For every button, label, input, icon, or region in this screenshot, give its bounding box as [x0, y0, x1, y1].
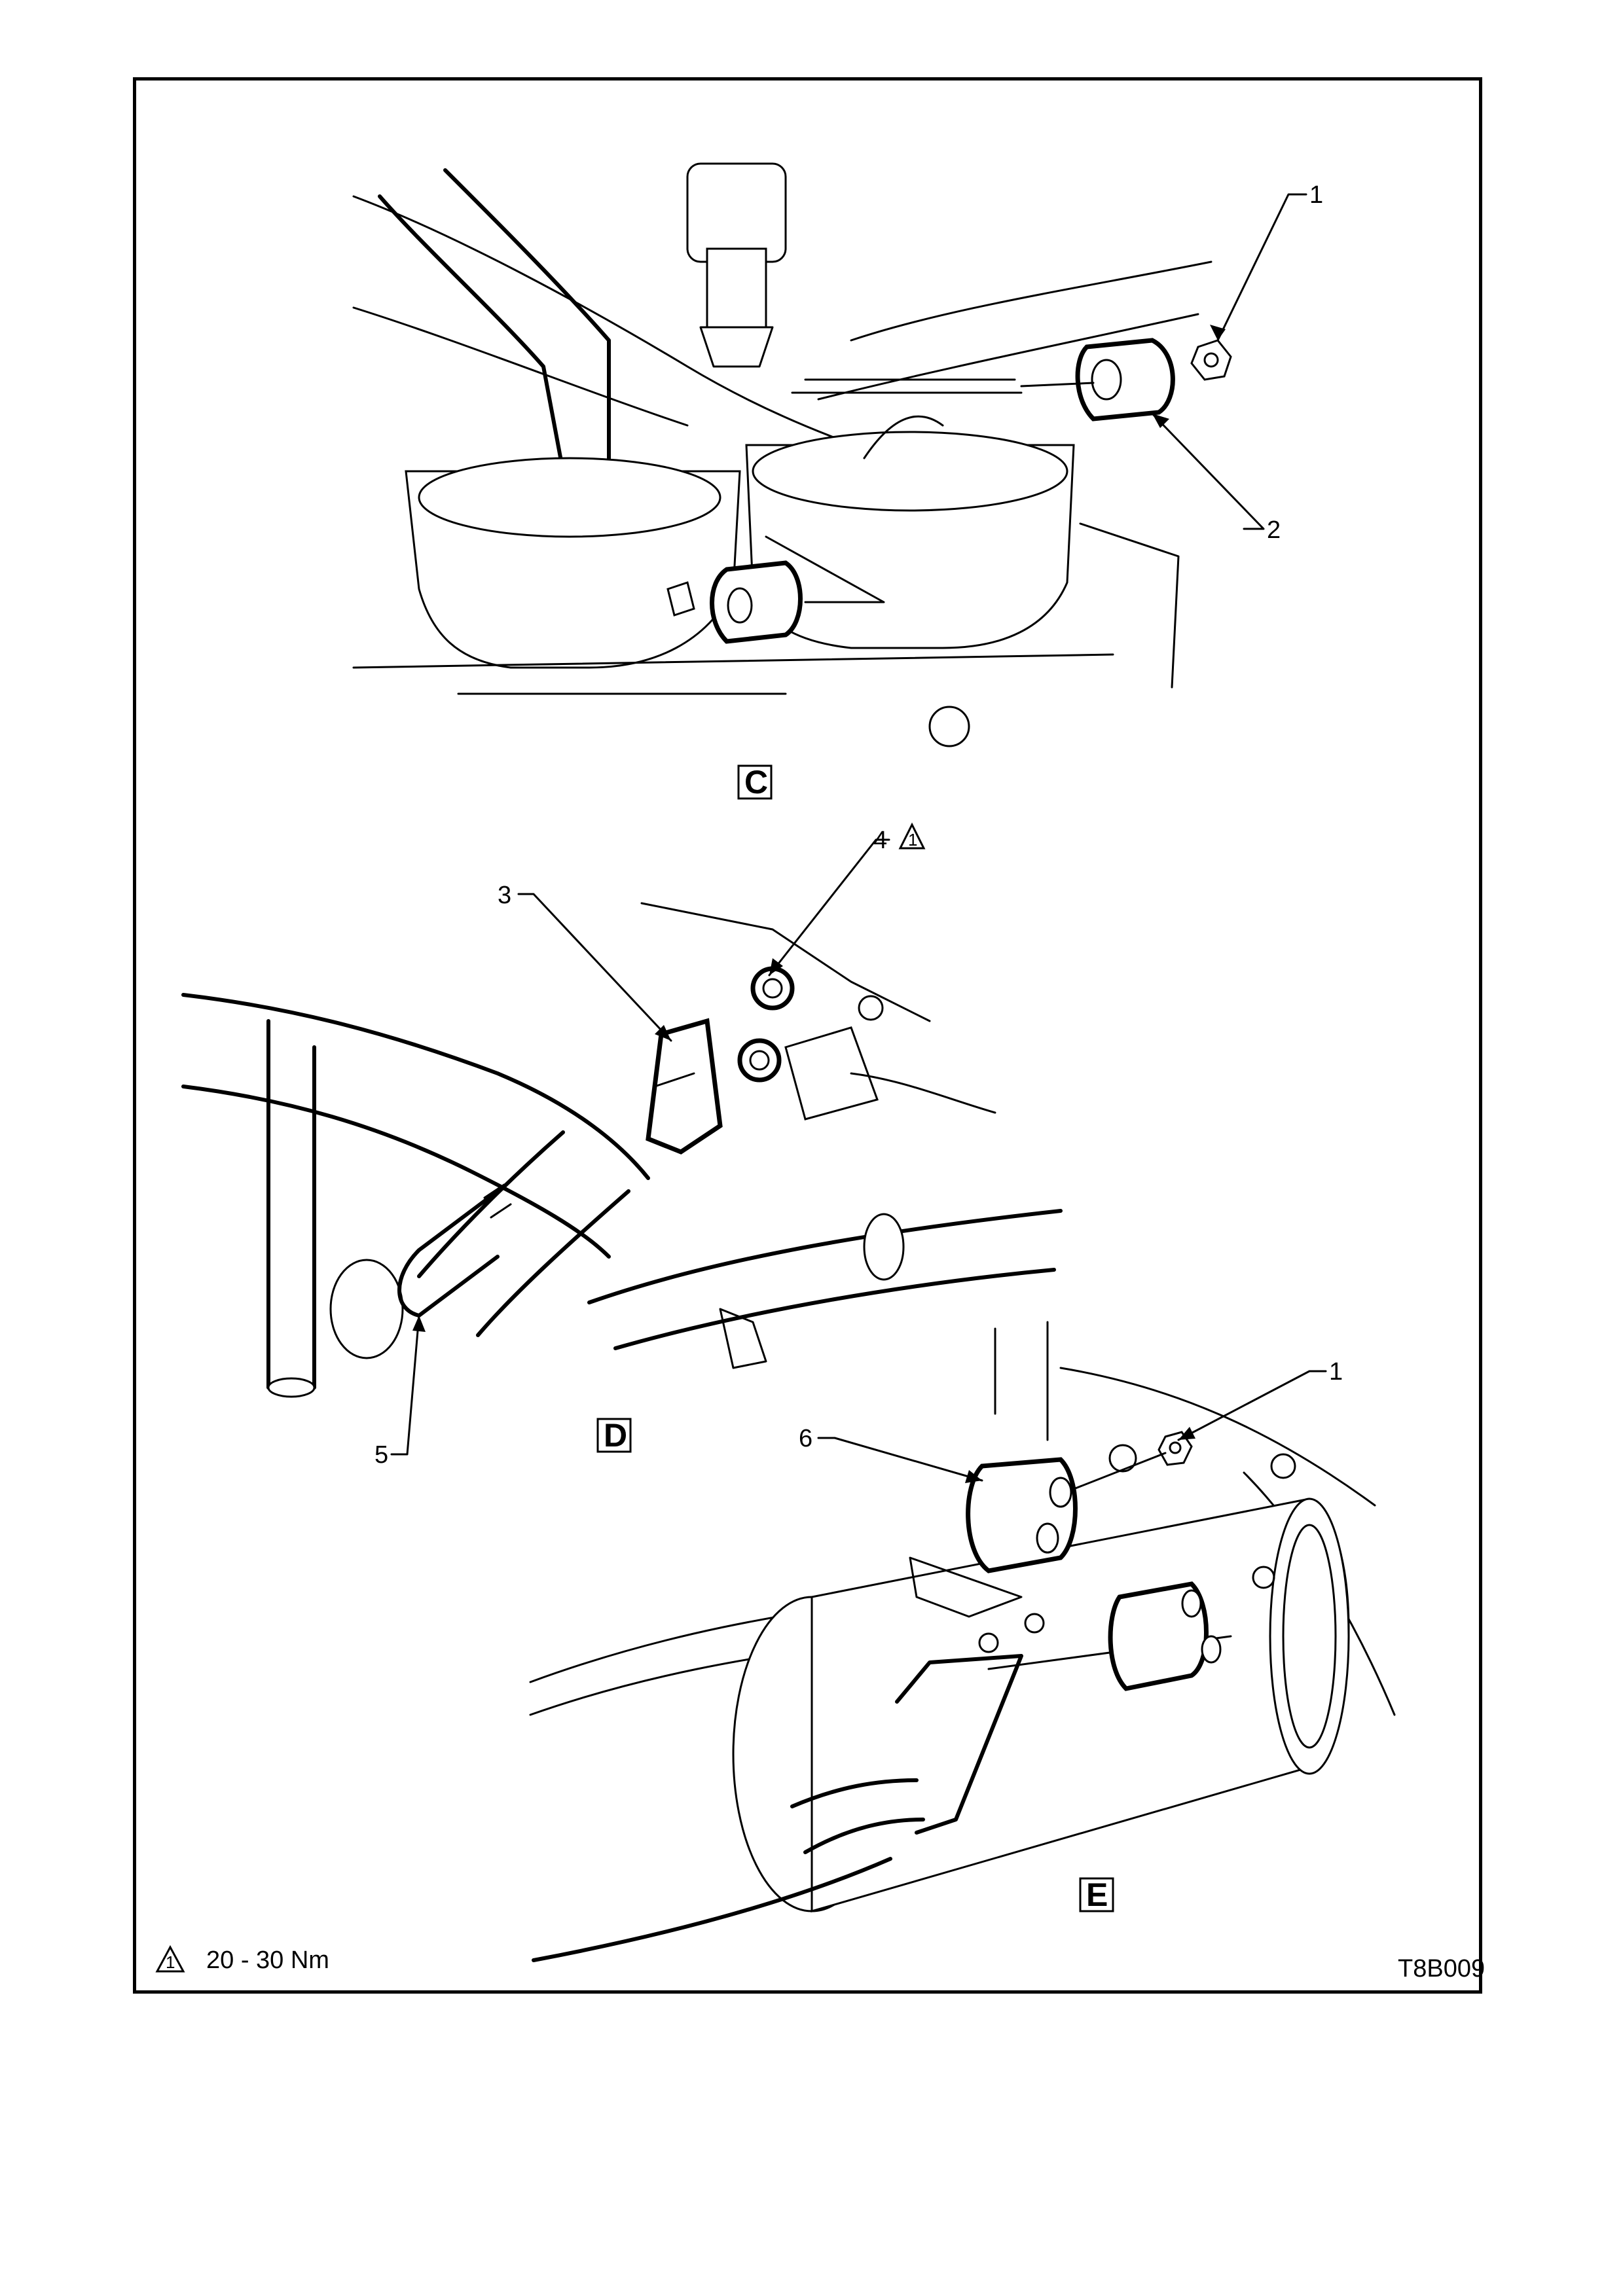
svg-text:1: 1: [908, 830, 917, 850]
view-e-leaders: [818, 1371, 1326, 1483]
callout-e-1: 1: [1329, 1358, 1343, 1386]
view-d-illustration: [183, 903, 1061, 1397]
torque-legend-text: 20 - 30 Nm: [206, 1946, 329, 1974]
callout-c-1: 1: [1309, 181, 1323, 209]
torque-symbol-d4: 1: [900, 825, 924, 850]
view-e-caption: E: [1086, 1876, 1108, 1913]
view-c-illustration: [354, 164, 1231, 746]
view-d-caption: D: [604, 1417, 627, 1454]
callout-e-6: 6: [799, 1425, 812, 1452]
callout-d-5: 5: [374, 1441, 388, 1469]
torque-legend-symbol: 1: [166, 1952, 175, 1972]
torque-legend: 1 20 - 30 Nm: [157, 1946, 329, 1974]
callout-d-4: 4: [873, 827, 887, 854]
callout-c-2: 2: [1267, 516, 1281, 544]
view-e-illustration: [530, 1322, 1395, 1960]
callout-d-3: 3: [498, 882, 511, 909]
view-d-leaders: [392, 840, 889, 1454]
figure-code: T8B009: [1398, 1955, 1485, 1982]
view-c-caption: C: [744, 764, 768, 800]
